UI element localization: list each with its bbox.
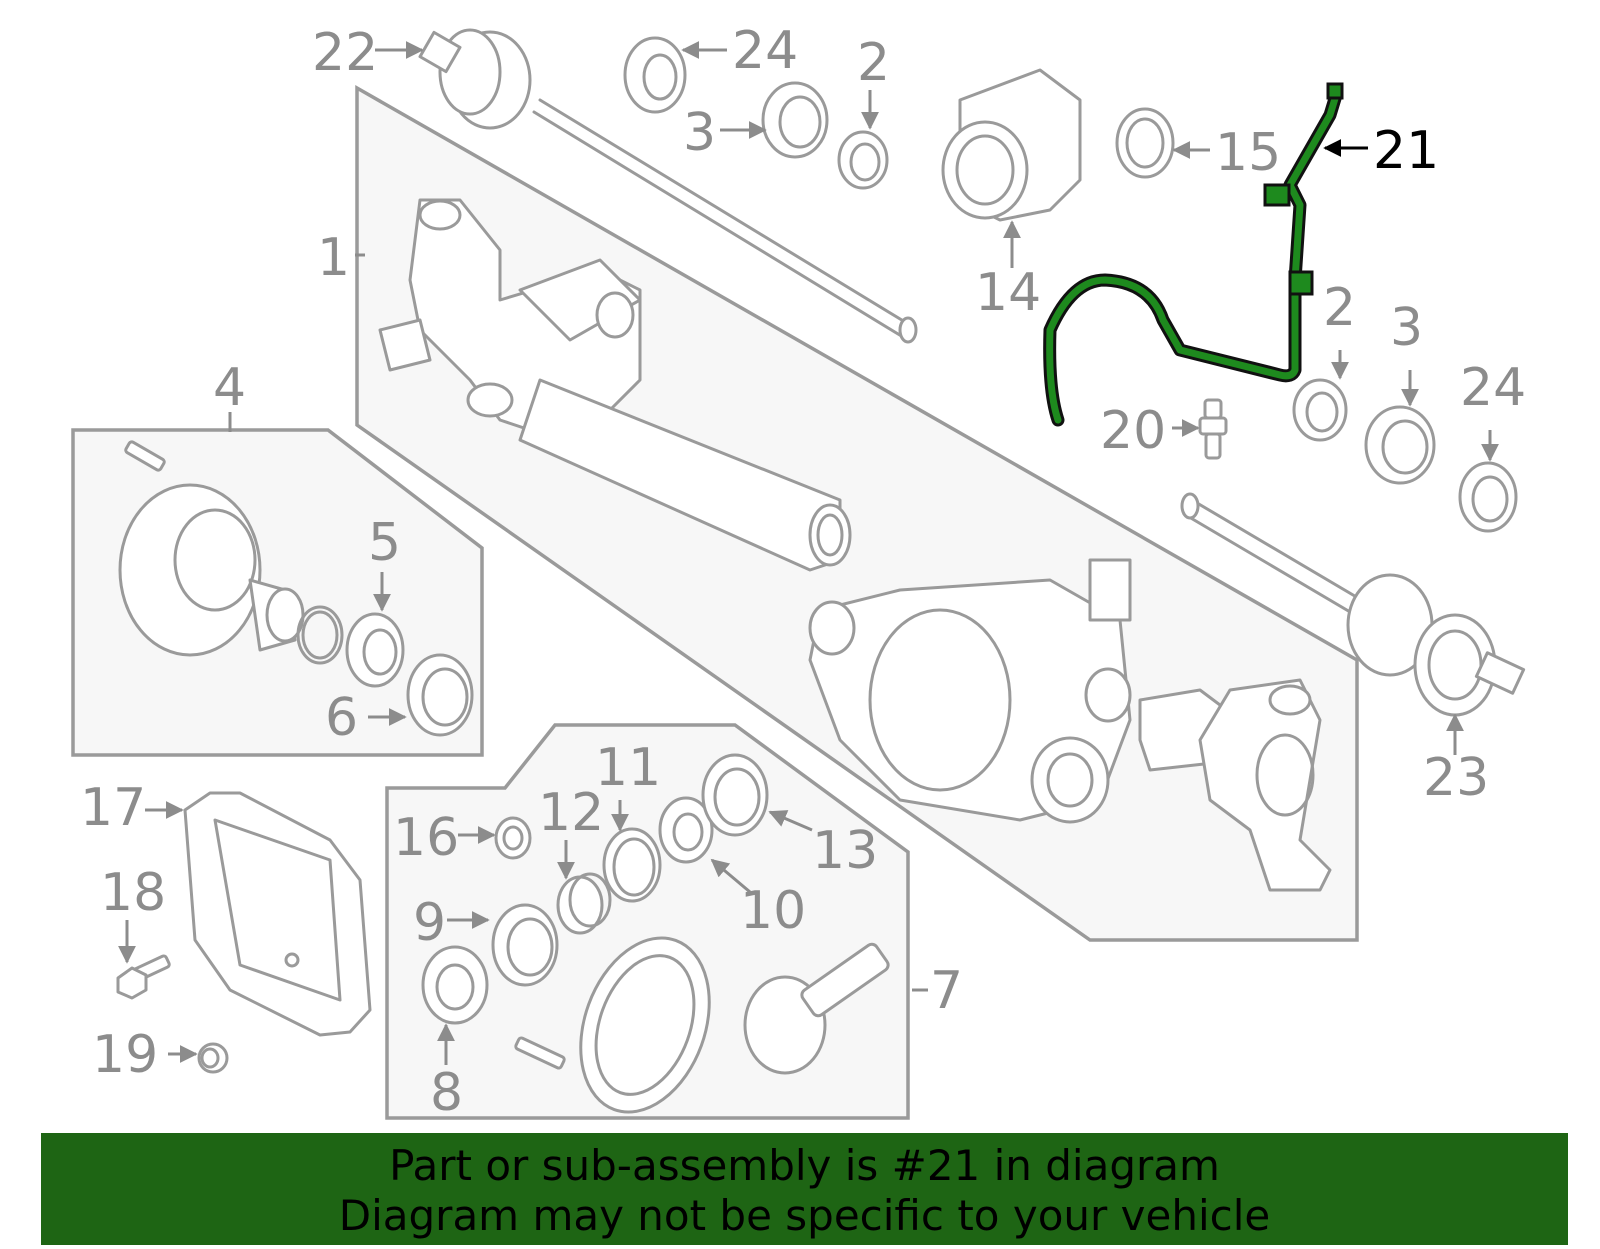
vent-hose-21[interactable] — [1043, 82, 1344, 427]
spacer-12 — [556, 872, 612, 935]
callout-3-top: 3 — [683, 103, 716, 163]
seal-2-top — [837, 130, 889, 190]
banner-line-1: Part or sub-assembly is #21 in diagram — [389, 1141, 1220, 1190]
carrier-housing — [808, 558, 1132, 824]
axle-shaft-right — [1180, 492, 1526, 717]
callout-3-right: 3 — [1390, 298, 1423, 358]
callout-24-top: 24 — [732, 21, 798, 81]
callout-23: 23 — [1423, 748, 1489, 808]
bearing-10 — [658, 796, 714, 864]
callout-16: 16 — [393, 808, 459, 868]
callout-8: 8 — [430, 1063, 463, 1123]
plug-19 — [197, 1042, 229, 1074]
bolt-18 — [116, 954, 171, 1000]
callout-1: 1 — [317, 228, 350, 288]
axle-shaft-left — [418, 28, 918, 344]
callout-18: 18 — [100, 863, 166, 923]
callout-11: 11 — [595, 738, 661, 798]
callout-6: 6 — [325, 688, 358, 748]
callout-21: 21 — [1373, 121, 1439, 181]
vent-fitting-20 — [1198, 398, 1228, 460]
differential-case — [118, 440, 305, 657]
callout-10: 10 — [740, 881, 806, 941]
diff-cover — [183, 791, 372, 1037]
callout-13: 13 — [812, 821, 878, 881]
callout-7: 7 — [930, 961, 963, 1021]
callout-20: 20 — [1100, 401, 1166, 461]
seal-13 — [701, 753, 769, 837]
callout-14: 14 — [975, 263, 1041, 323]
callout-17: 17 — [80, 778, 146, 838]
seal-24-right — [1458, 461, 1518, 533]
bolt-gear — [514, 1036, 566, 1070]
info-banner: Part or sub-assembly is #21 in diagram D… — [41, 1133, 1568, 1245]
right-knuckle — [1138, 678, 1332, 892]
callout-2-right: 2 — [1323, 278, 1356, 338]
callout-4: 4 — [213, 358, 246, 418]
bearing-race-9 — [491, 903, 559, 987]
bearing-5 — [345, 612, 405, 688]
bearing-race-3-right — [1364, 405, 1436, 485]
axle-housing — [378, 198, 852, 572]
knuckle-14 — [941, 68, 1082, 222]
callout-12: 12 — [538, 783, 604, 843]
bearing-race-3-top — [761, 81, 829, 159]
bearing-race-11 — [602, 827, 662, 903]
callout-24-right: 24 — [1460, 358, 1526, 418]
callout-5: 5 — [368, 513, 401, 573]
parts-diagram: 22 24 2 3 1 14 15 21 2 3 24 20 23 4 5 6 … — [71, 21, 1526, 1123]
seal-24-top — [623, 36, 687, 114]
seal-2-right — [1292, 378, 1348, 442]
banner-line-2: Diagram may not be specific to your vehi… — [338, 1191, 1271, 1240]
ring-gear — [579, 936, 711, 1114]
callout-22: 22 — [312, 23, 378, 83]
seal-15 — [1115, 107, 1175, 179]
o-ring-diff — [296, 605, 344, 665]
callout-2-top: 2 — [857, 33, 890, 93]
callout-15: 15 — [1215, 123, 1281, 183]
bearing-race-6 — [406, 653, 474, 737]
callout-9: 9 — [413, 893, 446, 953]
pinion-gear — [743, 942, 890, 1075]
nut-16 — [494, 816, 532, 860]
callout-19: 19 — [92, 1025, 158, 1085]
bearing-8 — [421, 945, 489, 1025]
